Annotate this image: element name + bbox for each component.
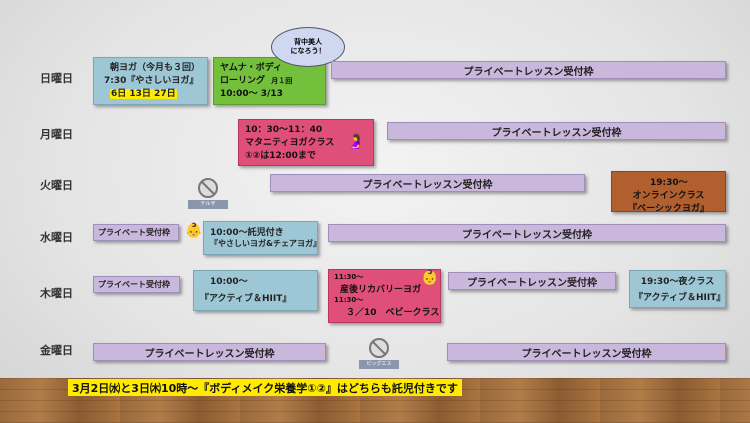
baby-class-time: 11:30〜 [334,296,364,304]
yamuna-title: ヤムナ・ボディ [220,63,283,73]
thursday-private-slot: プライベートレッスン受付枠 [448,272,616,290]
thursday-active-card: 10:00〜 『アクティブ＆HIIT』 [193,270,318,311]
yamuna-time: 10:00〜 3/13 [220,89,283,99]
day-label-thursday: 木曜日 [40,287,73,300]
online-title: オンラインクラス [632,191,705,201]
maternity-title: マタニティヨガクラス [245,138,335,148]
online-time: 19:30〜 [650,178,688,188]
wednesday-class-title: 『やさしいヨガ&チェアヨガ』 [210,239,321,248]
day-label-friday: 金曜日 [40,344,73,357]
no-entry-icon [198,178,218,198]
online-subtitle: 『ベーシックヨガ』 [628,204,709,214]
thursday-postnatal-card: 11:30〜 産後リカバリーヨガ 11:30〜 ３／10 ベビークラス 👶 [328,269,441,323]
tuesday-sign-label: テルザ [188,200,228,209]
maternity-time: 10：30〜11：40 [245,125,323,135]
friday-sign-label: ピッグエス [359,360,399,369]
morning-yoga-time: 7:30『やさしいヨガ』 [104,76,199,86]
pregnant-woman-icon: 🤰 [347,134,365,150]
thursday-night-card: 19:30〜夜クラス 『アクティブ＆HIIT』 [629,270,726,308]
bubble-text: 背中美人 になろう！ [290,38,326,55]
friday-private-slot-a: プライベートレッスン受付枠 [93,343,326,361]
tuesday-online-card: 19:30〜 オンラインクラス 『ベーシックヨガ』 [611,171,726,214]
day-label-monday: 月曜日 [40,128,73,141]
tuesday-private-slot: プライベートレッスン受付枠 [270,174,585,192]
day-label-wednesday: 水曜日 [40,231,73,244]
thursday-active-time: 10:00〜 [210,277,248,287]
childcare-icon: 👶 [185,223,203,239]
thursday-night-time: 19:30〜夜クラス [640,277,715,287]
thursday-active-title: 『アクティブ＆HIIT』 [200,294,292,304]
morning-yoga-dates: 6日 13日 27日 [110,89,177,99]
wednesday-yoga-card: 10:00〜託児付き 『やさしいヨガ&チェアヨガ』 [203,221,321,255]
thursday-night-title: 『アクティブ＆HIIT』 [634,293,726,303]
no-entry-icon [369,338,389,358]
monday-private-slot: プライベートレッスン受付枠 [387,122,726,140]
baby-icon: 👶 [421,270,439,286]
day-label-sunday: 日曜日 [40,72,73,85]
monday-maternity-card: 10：30〜11：40 マタニティヨガクラス ①②は12:00まで 🤰 [238,119,374,166]
friday-private-slot-b: プライベートレッスン受付枠 [447,343,726,361]
yamuna-subtitle: ローリング [220,76,266,86]
baby-class-title: ３／10 ベビークラス [346,308,440,318]
wednesday-private-slot: プライベートレッスン受付枠 [328,224,726,242]
sunday-private-slot: プライベートレッスン受付枠 [331,61,726,79]
morning-yoga-title: 朝ヨガ（今月も３回） [110,63,201,73]
speech-bubble: 背中美人 になろう！ [271,27,345,67]
wednesday-private-small-slot: プライベート受付枠 [93,224,179,241]
postnatal-time: 11:30〜 [334,273,364,281]
postnatal-title: 産後リカバリーヨガ [340,285,422,295]
childcare-notice: 3月2日㈬と3日㈭10時〜『ボディメイク栄養学①②』はどちらも託児付きです [68,379,462,396]
sunday-morning-yoga-card: 朝ヨガ（今月も３回） 7:30『やさしいヨガ』 6日 13日 27日 [93,57,208,105]
day-label-tuesday: 火曜日 [40,179,73,192]
maternity-note: ①②は12:00まで [245,151,316,161]
thursday-private-small-slot: プライベート受付枠 [93,276,180,293]
wednesday-class-time: 10:00〜託児付き [210,228,284,238]
yamuna-frequency: 月１回 [271,77,293,85]
